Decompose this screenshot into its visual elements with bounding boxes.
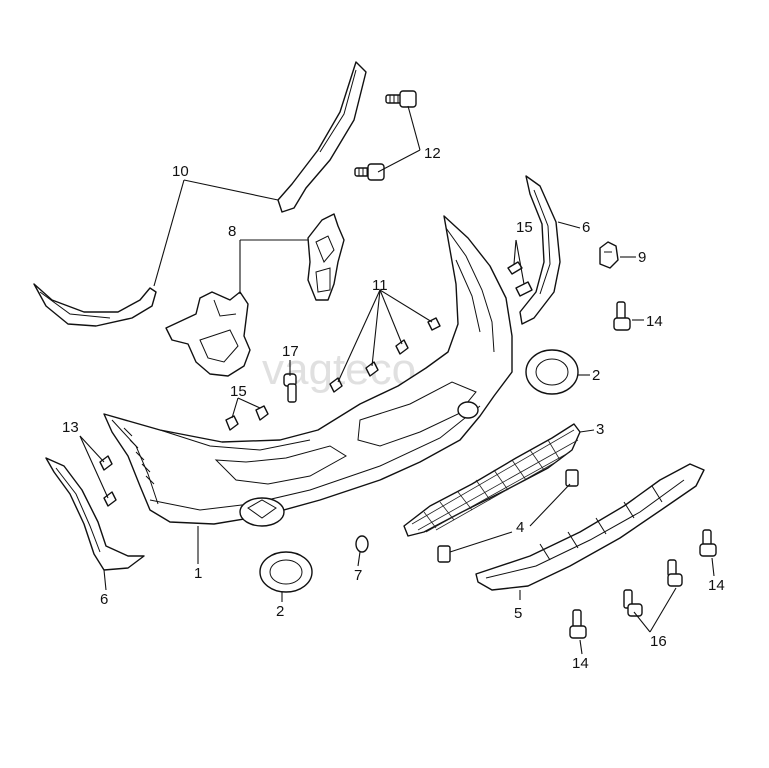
- callout-8: 8: [228, 223, 236, 240]
- screws-15-right: [507, 261, 533, 297]
- callout-14-right-lower: 14: [708, 577, 725, 594]
- bolts-16: [623, 559, 683, 617]
- callout-13: 13: [62, 419, 79, 436]
- callout-labels: 10 12 8 15 6 9 11 14 17 2 15 3 13 4 1 7 …: [62, 145, 725, 672]
- callout-7: 7: [354, 567, 362, 584]
- callout-15-right: 15: [516, 219, 533, 236]
- cap-7: [355, 535, 369, 553]
- mounting-bracket: [165, 213, 345, 377]
- bumper-cover: [103, 215, 513, 527]
- callout-1: 1: [194, 565, 202, 582]
- callout-3: 3: [596, 421, 604, 438]
- callout-4: 4: [516, 519, 524, 536]
- lower-spoiler: [475, 463, 705, 591]
- callout-6-right: 6: [582, 219, 590, 236]
- trim-strip-left: [45, 457, 145, 571]
- callout-2-left: 2: [276, 603, 284, 620]
- callout-11: 11: [372, 277, 388, 294]
- bolt-14-bottom: [569, 609, 587, 639]
- bolt-12-lower: [354, 163, 385, 181]
- callout-10: 10: [172, 163, 189, 180]
- impact-absorber: [33, 61, 367, 327]
- screws-15-left: [225, 405, 269, 431]
- callout-9: 9: [638, 249, 646, 266]
- leader-lines: [79, 105, 715, 655]
- bolt-17: [283, 373, 297, 403]
- bolt-14-right-lower: [699, 529, 717, 557]
- callout-14-right-upper: 14: [646, 313, 663, 330]
- screws-13: [99, 455, 117, 507]
- callout-6-left: 6: [100, 591, 108, 608]
- clip-4-lower: [437, 545, 451, 563]
- callout-12: 12: [424, 145, 441, 162]
- bolt-14-right-upper: [613, 301, 631, 331]
- callout-17: 17: [282, 343, 299, 360]
- callout-14-bottom: 14: [572, 655, 589, 672]
- trim-strip-right: [519, 175, 561, 325]
- callout-16: 16: [650, 633, 667, 650]
- bolt-12-upper: [385, 90, 417, 108]
- lower-grille: [403, 423, 581, 537]
- callout-2-right: 2: [592, 367, 600, 384]
- screws-11: [329, 317, 441, 393]
- fog-trim-ring-left: [259, 551, 313, 593]
- callout-15-left: 15: [230, 383, 247, 400]
- callout-5: 5: [514, 605, 522, 622]
- nut-9: [599, 241, 619, 269]
- fog-trim-ring-right: [525, 349, 579, 395]
- clip-4-upper: [565, 469, 579, 487]
